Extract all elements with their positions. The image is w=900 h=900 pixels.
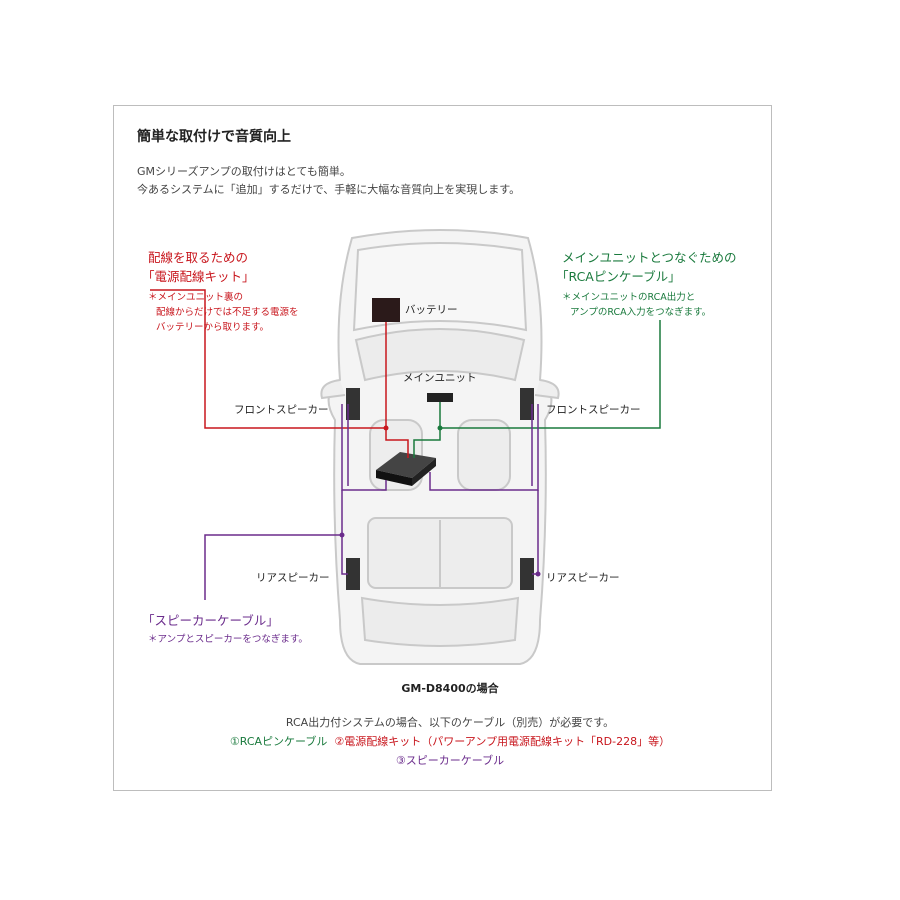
main-unit [427,393,453,402]
content-frame [113,105,772,791]
hood-windshield [354,328,526,382]
power-wire [150,289,409,458]
page-title: 簡単な取付けで音質向上 [137,129,291,145]
requirement-speaker-cable: ③スピーカーケーブル [395,754,505,767]
rear-speaker-left-label: リアスピーカー [256,572,330,584]
rear-speaker-left [346,558,360,590]
requirement-rca-cable: ①RCAピンケーブル [229,735,328,748]
rear-speaker-right-label: リアスピーカー [546,572,620,584]
intro-line-1: GMシリーズアンプの取付けはとても簡単。 [137,165,351,178]
requirements-line: RCA出力付システムの場合、以下のケーブル（別売）が必要です。 [285,716,615,729]
power-kit-note-2: 配線からだけでは不足する電源を [156,307,299,318]
power-kit-note-3: バッテリーから取ります。 [156,322,270,333]
speaker-wire-node-right [535,571,541,577]
intro-line-2: 今あるシステムに「追加」するだけで、手軽に大幅な音質向上を実現します。 [137,183,521,196]
left-mirror [320,379,346,400]
rca-note-2: アンプのRCA入力をつなぎます。 [570,307,712,318]
power-kit-heading-2: 「電源配線キット」 [142,269,255,284]
amplifier [376,452,436,486]
right-mirror [534,379,560,400]
rca-note-1: ＊メインユニットのRCA出力と [562,292,696,303]
car-illustration [320,229,560,665]
power-wire-node [383,425,389,431]
front-speaker-left [346,388,360,420]
battery [372,298,400,322]
rca-wire [413,320,661,458]
requirements-items: ①RCAピンケーブル ②電源配線キット（パワーアンプ用電源配線キット「RD-22… [0,732,900,751]
front-speaker-right [520,388,534,420]
front-speaker-left-label: フロントスピーカー [234,404,329,416]
speaker-cable-heading: 「スピーカーケーブル」 [142,613,279,628]
rca-heading-1: メインユニットとつなぐための [562,250,737,265]
speaker-wire-node [339,532,345,538]
power-kit-note-1: ＊メインユニット裏の [148,292,244,303]
requirements: RCA出力付システムの場合、以下のケーブル（別売）が必要です。 ①RCAピンケー… [0,713,900,770]
requirement-power-kit: ②電源配線キット（パワーアンプ用電源配線キット「RD-228」等） [334,735,671,748]
main-unit-label: メインユニット [403,372,477,384]
speaker-cable-note: ＊アンプとスピーカーをつなぎます。 [148,634,308,645]
battery-label: バッテリー [405,304,458,316]
diagram-caption: GM-D8400の場合 [401,682,499,695]
rear-speaker-right [520,558,534,590]
rca-heading-2: 「RCAピンケーブル」 [556,269,681,284]
front-seat-right [457,419,511,491]
rca-wire-node [437,425,443,431]
power-kit-heading-1: 配線を取るための [148,250,249,265]
intro-text: GMシリーズアンプの取付けはとても簡単。 今あるシステムに「追加」するだけで、手… [137,163,520,199]
front-speaker-right-label: フロントスピーカー [546,404,641,416]
rear-window [360,596,520,647]
